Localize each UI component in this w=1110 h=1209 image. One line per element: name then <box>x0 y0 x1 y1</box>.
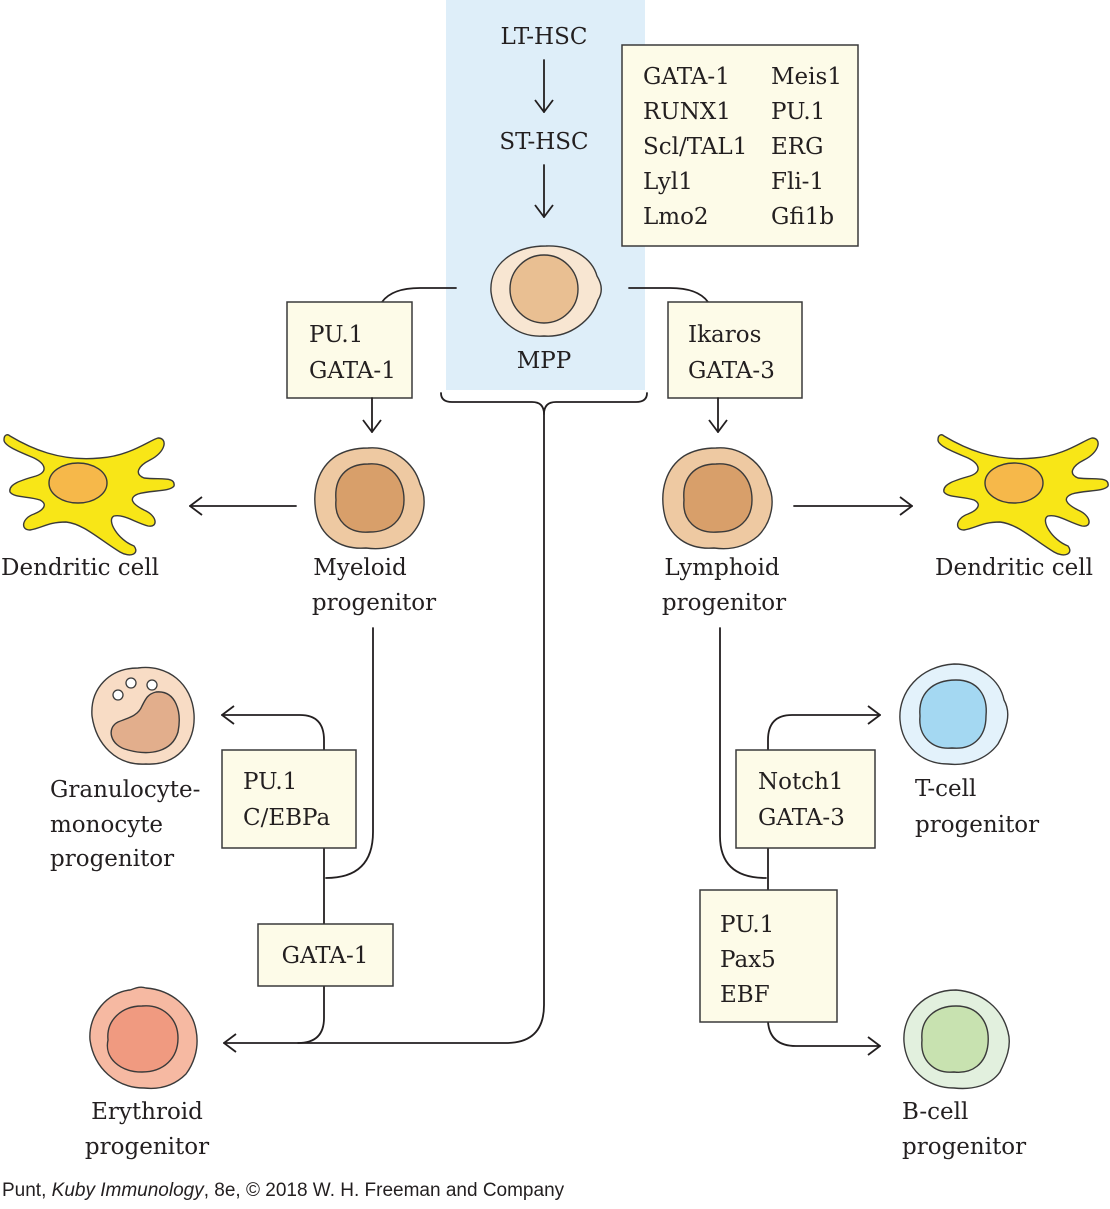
arrow-to-b-cell <box>767 1021 880 1046</box>
connector-mpp-myeloid <box>381 287 457 303</box>
granulocyte-label: Granulocyte- <box>50 777 200 803</box>
tf-box-t-cell: Notch1 GATA-3 <box>735 749 876 849</box>
tf-label: Pax5 <box>720 947 776 973</box>
lymphoid-progenitor-cell <box>662 447 773 550</box>
b-cell-label: B-cell <box>902 1099 968 1125</box>
erythroid-label: progenitor <box>85 1134 209 1160</box>
tf-box-myeloid-branch: PU.1 GATA-1 <box>286 301 413 399</box>
tf-label: Fli-1 <box>771 169 824 195</box>
tf-label: GATA-1 <box>643 64 730 90</box>
tf-label: Scl/TAL1 <box>643 134 747 160</box>
tf-label: RUNX1 <box>643 99 731 125</box>
b-cell-label: progenitor <box>902 1134 1026 1160</box>
tf-label: Meis1 <box>771 64 842 90</box>
b-cell-progenitor-cell <box>903 989 1010 1090</box>
tf-label: Ikaros <box>688 322 761 348</box>
tf-label: Lyl1 <box>643 169 693 195</box>
arrow-to-granulocyte <box>222 715 325 751</box>
lymphoid-label: Lymphoid <box>664 555 779 581</box>
granulocyte-label: progenitor <box>50 846 174 872</box>
myeloid-label: progenitor <box>312 590 436 616</box>
tf-box-erythroid: GATA-1 <box>257 923 394 987</box>
connector-myeloid-down <box>325 627 374 879</box>
connector-gata1-to-erythroid <box>297 985 325 1044</box>
t-cell-progenitor-cell <box>899 663 1009 766</box>
tf-label: PU.1 <box>771 99 825 125</box>
tf-box-lymphoid-branch: Ikaros GATA-3 <box>667 301 803 399</box>
tf-label: GATA-3 <box>758 805 845 831</box>
t-cell-label: progenitor <box>915 812 1039 838</box>
tf-label: C/EBPa <box>243 805 330 831</box>
granulocyte-label: monocyte <box>50 812 163 838</box>
tf-label: GATA-3 <box>688 358 775 384</box>
connector-stem-to-erythroid <box>224 413 545 1043</box>
tf-label: EBF <box>720 982 770 1008</box>
tf-label: GATA-1 <box>282 943 369 969</box>
tf-label: ERG <box>771 134 823 160</box>
dendritic-cell-left <box>3 434 175 556</box>
tf-box-b-cell: PU.1 Pax5 EBF <box>699 889 838 1023</box>
tf-label: PU.1 <box>243 769 297 795</box>
tf-label: Gfi1b <box>771 204 834 230</box>
dendritic-right-label: Dendritic cell <box>935 555 1093 581</box>
connector-lymphoid-down <box>719 627 767 879</box>
figure-credit: Punt, Kuby Immunology, 8e, © 2018 W. H. … <box>2 1180 564 1202</box>
arrow-to-t-cell <box>767 715 880 751</box>
dendritic-cell-right <box>937 434 1109 556</box>
lt-hsc-label: LT-HSC <box>501 24 588 50</box>
credit-title: Kuby Immunology <box>51 1180 204 1201</box>
connector-mpp-lymphoid <box>628 287 709 303</box>
st-hsc-label: ST-HSC <box>499 129 588 155</box>
lymphoid-label: progenitor <box>662 590 786 616</box>
stem-brace <box>440 392 648 415</box>
erythroid-label: Erythroid <box>91 1099 203 1125</box>
myeloid-label: Myeloid <box>313 555 407 581</box>
tf-label: GATA-1 <box>309 358 396 384</box>
credit-author: Punt, <box>2 1180 52 1201</box>
mpp-cell <box>490 245 602 337</box>
dendritic-left-label: Dendritic cell <box>1 555 159 581</box>
tf-label: PU.1 <box>309 322 363 348</box>
tf-box-granulocyte-monocyte: PU.1 C/EBPa <box>221 749 357 849</box>
credit-rest: , 8e, © 2018 W. H. Freeman and Company <box>203 1180 565 1201</box>
mpp-label: MPP <box>517 348 572 374</box>
t-cell-label: T-cell <box>915 776 976 802</box>
tf-box-stem: GATA-1 RUNX1 Scl/TAL1 Lyl1 Lmo2 Meis1 PU… <box>621 44 859 247</box>
tf-label: PU.1 <box>720 912 774 938</box>
myeloid-progenitor-cell <box>314 447 425 550</box>
granulocyte-monocyte-cell <box>91 666 195 765</box>
tf-label: Notch1 <box>758 769 844 795</box>
erythroid-progenitor-cell <box>89 986 198 1090</box>
tf-label: Lmo2 <box>643 204 709 230</box>
